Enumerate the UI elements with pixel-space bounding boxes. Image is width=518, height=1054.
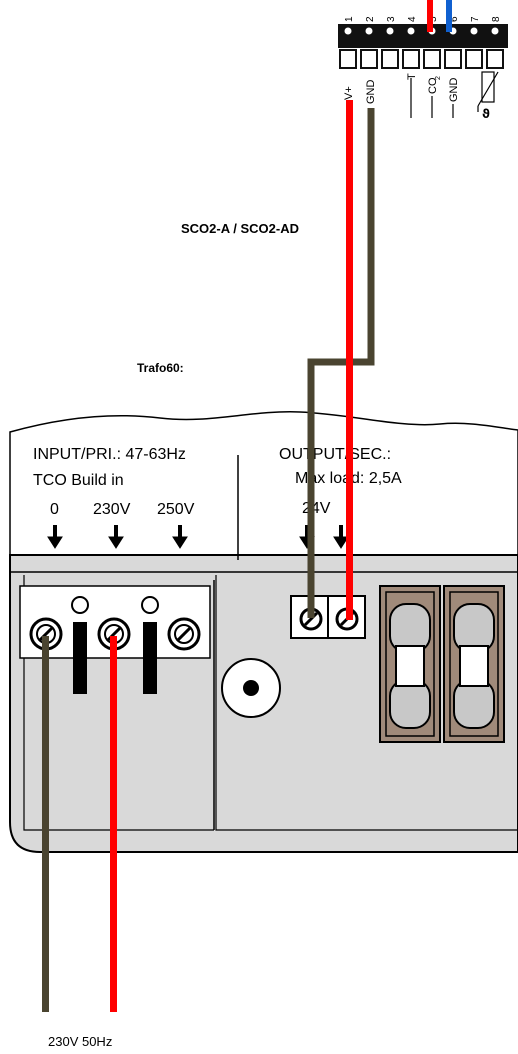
sensor-wire-blue-top — [446, 0, 452, 32]
terminal-number-5: 5 — [428, 16, 439, 22]
tap-label-250v: 250V — [157, 501, 195, 518]
input-tco: TCO Build in — [33, 472, 124, 489]
arrow-down-icon — [333, 525, 349, 549]
screw-terminal — [167, 617, 201, 651]
terminal-strip — [338, 24, 508, 48]
output-voltage: 24V — [302, 500, 331, 517]
screw-terminal — [97, 617, 131, 651]
label-t: T — [406, 73, 418, 80]
terminal-number-8: 8 — [491, 16, 502, 22]
output-terminal-block — [290, 595, 366, 639]
label-gnd-1: GND — [365, 80, 377, 105]
terminal-number-2: 2 — [365, 16, 376, 22]
label-co: CO — [427, 77, 439, 94]
fuse-holder — [379, 585, 441, 743]
wire-mains-red — [110, 636, 117, 1012]
fuse-holder — [443, 585, 505, 743]
down-arrow-icons — [47, 525, 349, 549]
wire-mains-brown — [42, 636, 49, 1012]
sensor-terminal-block: 1 2 3 4 5 6 7 8 V+ GND — [338, 0, 508, 121]
arrow-down-icon — [172, 525, 188, 549]
wire-gnd-brown — [307, 108, 375, 618]
terminal-number-7: 7 — [470, 16, 481, 22]
terminal-numbers: 1 2 3 4 5 6 7 8 — [344, 16, 502, 22]
terminal-number-4: 4 — [407, 16, 418, 22]
label-co-subscript: 2 — [435, 76, 442, 80]
sensor-wire-red-top — [427, 0, 433, 32]
thermistor-symbol — [481, 71, 495, 103]
label-gnd-2: GND — [448, 78, 460, 103]
terminal-screws — [344, 27, 499, 35]
output-spec: OUTPUT/SEC.: — [279, 446, 391, 463]
terminal-number-1: 1 — [344, 16, 355, 22]
tap-label-230v: 230V — [93, 501, 131, 518]
label-vplus: V+ — [343, 86, 355, 100]
wire-vplus-red — [346, 100, 353, 620]
terminal-cups — [339, 49, 504, 69]
arrow-down-icon — [108, 525, 124, 549]
terminal-number-3: 3 — [386, 16, 397, 22]
tap-label-0: 0 — [50, 501, 59, 518]
theta-icon: ϑ — [482, 107, 490, 121]
input-spec: INPUT/PRI.: 47-63Hz — [33, 446, 186, 463]
sensor-title: SCO2-A / SCO2-AD — [181, 221, 299, 236]
terminal-labels: V+ GND T CO 2 GND ϑ — [343, 71, 499, 121]
mounting-hole — [221, 658, 281, 718]
arrow-down-icon — [47, 525, 63, 549]
supply-label: 230V 50Hz — [48, 1034, 112, 1049]
transformer-name: Trafo60: — [137, 361, 184, 375]
terminal-number-6: 6 — [449, 16, 460, 22]
